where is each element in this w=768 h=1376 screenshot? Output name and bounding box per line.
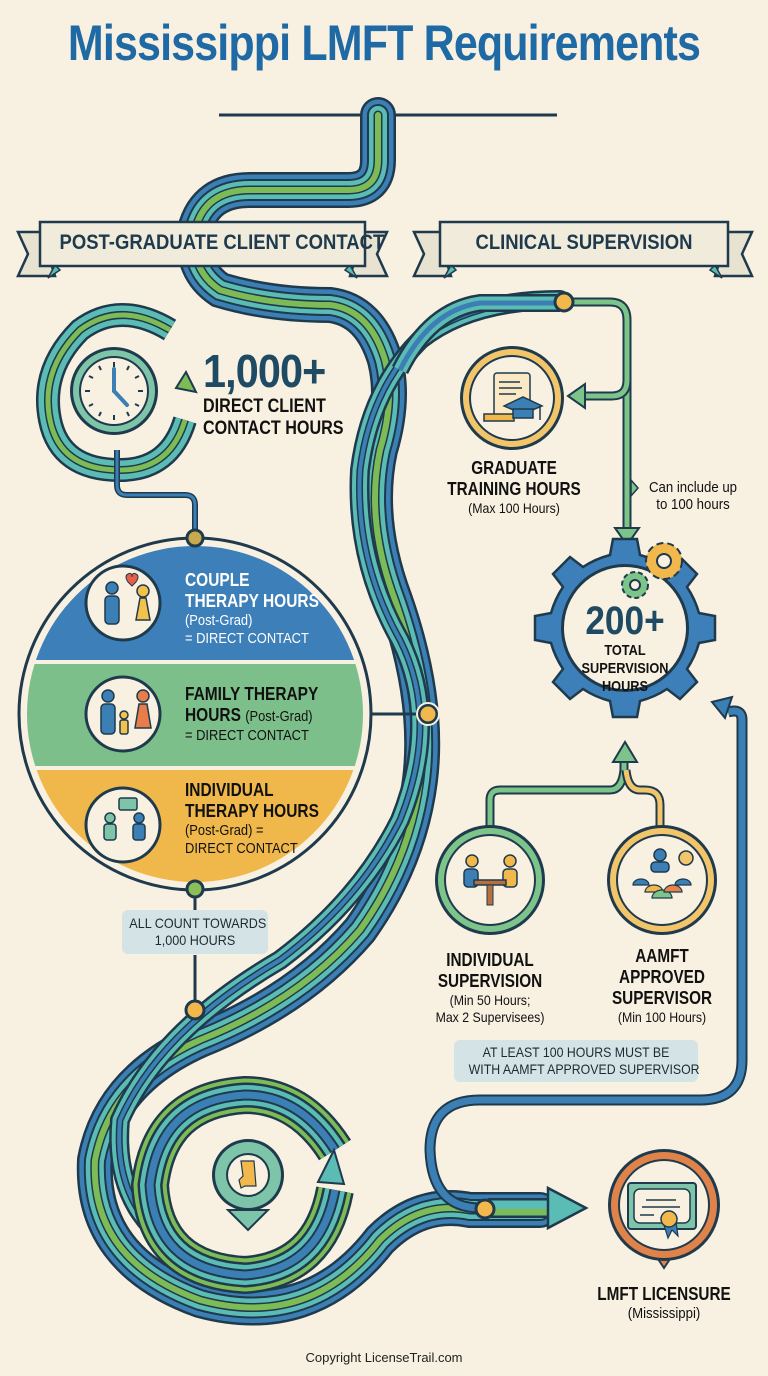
individual-supervision-title-line1: INDIVIDUAL <box>446 950 534 970</box>
graduate-training-sub: (Max 100 Hours) <box>468 500 560 516</box>
aamft-note-line1: AT LEAST 100 HOURS MUST BE <box>482 1044 670 1060</box>
supervision-meeting-icon <box>435 825 545 935</box>
aamft-title-line2: APPROVED <box>619 967 705 987</box>
can-include-line1: Can include up <box>648 479 738 496</box>
segment-couple-therapy: COUPLE THERAPY HOURS (Post-Grad) = DIREC… <box>185 570 341 648</box>
aamft-title-line1: AAMFT <box>635 946 689 966</box>
total-supervision-line3: HOURS <box>601 678 649 695</box>
aamft-minimum-note: AT LEAST 100 HOURS MUST BE WITH AAMFT AP… <box>454 1040 700 1082</box>
family-icon <box>84 675 162 753</box>
couple-sub-line2: = DIRECT CONTACT <box>185 630 309 647</box>
graduate-training-label: GRADUATE TRAINING HOURS (Max 100 Hours) <box>430 458 598 517</box>
aamft-note-line2: WITH AAMFT APPROVED SUPERVISOR <box>468 1061 700 1077</box>
family-title-line2: HOURS <box>185 705 241 725</box>
can-include-line2: to 100 hours <box>656 496 730 513</box>
approved-supervisor-group-icon <box>607 825 717 935</box>
individual-supervision-label: INDIVIDUAL SUPERVISION (Min 50 Hours; Ma… <box>420 950 560 1026</box>
family-title-suffix: (Post-Grad) <box>245 708 313 725</box>
segment-individual-therapy: INDIVIDUAL THERAPY HOURS (Post-Grad) = D… <box>185 780 341 858</box>
return-path <box>424 705 748 1214</box>
couple-title-line2: THERAPY HOURS <box>185 591 319 611</box>
family-title-line1: FAMILY THERAPY <box>185 684 319 704</box>
total-supervision-number: 200+ <box>585 599 665 643</box>
graduate-training-title-line1: GRADUATE <box>471 458 557 478</box>
can-include-note: Can include up to 100 hours <box>638 479 748 513</box>
all-count-note-line2: 1,000 HOURS <box>154 932 236 948</box>
mississippi-map-pin-icon <box>212 1139 284 1232</box>
total-supervision-line2: SUPERVISION <box>581 660 669 677</box>
couple-icon <box>84 564 162 642</box>
aamft-supervisor-label: AAMFT APPROVED SUPERVISOR (Min 100 Hours… <box>597 946 727 1026</box>
individual-supervision-title-line2: SUPERVISION <box>437 971 543 991</box>
copyright-footer: Copyright LicenseTrail.com <box>305 1350 463 1365</box>
clock-loop <box>36 303 197 483</box>
individual-sub-line2: DIRECT CONTACT <box>185 840 298 857</box>
banner-clinical-supervision: CLINICAL SUPERVISION <box>475 231 693 254</box>
diploma-graduation-cap-icon <box>460 346 564 450</box>
clock-icon <box>70 347 158 435</box>
licensure-sub: (Mississippi) <box>627 1305 701 1322</box>
graduate-training-title-line2: TRAINING HOURS <box>447 479 581 499</box>
individual-sub-line1: (Post-Grad) = <box>185 822 264 839</box>
left-banner <box>16 220 389 279</box>
small-gear-orange-icon <box>645 542 683 580</box>
client-contact-label-line2: CONTACT HOURS <box>203 418 344 439</box>
supervision-path <box>391 294 632 535</box>
gear-icon <box>533 537 717 719</box>
certificate-icon <box>608 1149 720 1270</box>
total-supervision: 200+ TOTAL SUPERVISION HOURS <box>565 600 685 696</box>
aamft-title-line3: SUPERVISOR <box>611 988 713 1008</box>
total-supervision-line1: TOTAL <box>604 642 646 659</box>
individual-title-line2: THERAPY HOURS <box>185 801 319 821</box>
branch-paths <box>485 752 665 845</box>
individual-supervision-sub-line1: (Min 50 Hours; <box>449 992 531 1008</box>
aamft-sub: (Min 100 Hours) <box>617 1009 707 1025</box>
small-gear-green-icon <box>621 571 649 599</box>
licensure-label: LMFT LICENSURE (Mississippi) <box>584 1284 744 1322</box>
all-count-note: ALL COUNT TOWARDS 1,000 HOURS <box>122 910 268 954</box>
segment-family-therapy: FAMILY THERAPY HOURS (Post-Grad) = DIREC… <box>185 684 340 745</box>
banner-post-graduate-client-contact: POST-GRADUATE CLIENT CONTACT <box>59 231 385 254</box>
couple-title-line1: COUPLE <box>185 570 250 590</box>
individual-supervision-sub-line2: Max 2 Supervisees) <box>435 1009 545 1025</box>
final-arrow <box>474 1185 589 1231</box>
all-count-note-line1: ALL COUNT TOWARDS <box>129 915 267 931</box>
individual-title-line1: INDIVIDUAL <box>185 780 274 800</box>
licensure-title: LMFT LICENSURE <box>597 1284 731 1304</box>
client-contact-label-line1: DIRECT CLIENT <box>203 396 326 417</box>
couple-sub-line1: (Post-Grad) <box>185 612 253 629</box>
right-banner <box>412 220 754 279</box>
family-sub-line1: = DIRECT CONTACT <box>185 727 309 744</box>
client-contact-hours-number: 1,000+ <box>203 345 326 397</box>
page-title: Mississippi LMFT Requirements <box>67 15 701 71</box>
individual-therapy-icon <box>84 786 162 864</box>
spiral-path <box>130 1075 354 1295</box>
